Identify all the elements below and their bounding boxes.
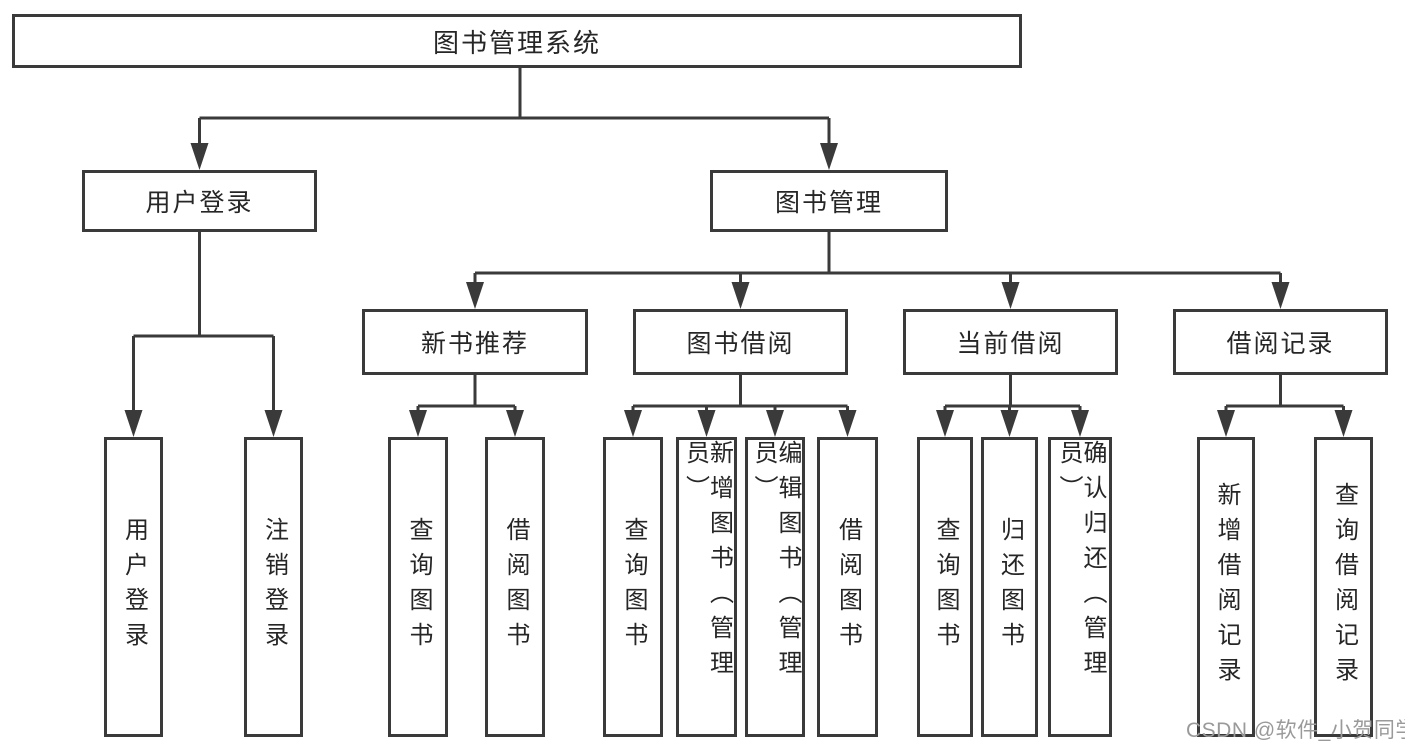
- node-label: 新书推荐: [420, 330, 529, 358]
- node-label: 编辑图书（管理员）: [750, 440, 801, 685]
- node-leaf-query-books-borrow: 查询图书: [603, 437, 663, 737]
- node-book-management: 图书管理: [710, 170, 948, 232]
- node-new-book-recommendation: 新书推荐: [362, 309, 588, 375]
- node-label: 新增借阅记录: [1213, 482, 1240, 692]
- node-label: 图书管理: [774, 189, 883, 217]
- node-label: 借阅记录: [1226, 330, 1335, 358]
- watermark-text: CSDN @软件_小贺同学: [1186, 719, 1405, 742]
- node-library-system: 图书管理系统: [12, 14, 1022, 68]
- node-leaf-user-login: 用户登录: [104, 437, 163, 737]
- node-label: 用户登录: [120, 517, 148, 657]
- node-leaf-borrow-books-recommend: 借阅图书: [485, 437, 545, 737]
- node-leaf-add-borrow-record: 新增借阅记录: [1197, 437, 1255, 737]
- node-label: 用户登录: [145, 189, 254, 217]
- node-leaf-query-books-current: 查询图书: [917, 437, 973, 737]
- node-current-borrowing: 当前借阅: [903, 309, 1118, 375]
- node-label: 图书管理系统: [432, 27, 601, 58]
- node-label: 查询借阅记录: [1330, 482, 1358, 692]
- node-label: 注销登录: [260, 517, 288, 657]
- node-label: 借阅图书: [502, 517, 529, 657]
- node-user-login: 用户登录: [82, 170, 317, 232]
- node-leaf-confirm-return-admin: 确认归还（管理员）: [1048, 437, 1112, 737]
- node-label: 查询图书: [405, 517, 432, 657]
- node-book-borrowing: 图书借阅: [633, 309, 848, 375]
- node-borrowing-records: 借阅记录: [1173, 309, 1388, 375]
- node-leaf-add-book-admin: 新增图书（管理员）: [676, 437, 737, 737]
- node-label: 查询图书: [932, 517, 959, 657]
- node-label: 当前借阅: [956, 330, 1065, 358]
- node-label: 图书借阅: [686, 330, 795, 358]
- node-label: 归还图书: [996, 517, 1024, 657]
- node-leaf-query-books-recommend: 查询图书: [388, 437, 448, 737]
- node-leaf-return-book: 归还图书: [981, 437, 1038, 737]
- node-leaf-borrow-books: 借阅图书: [817, 437, 878, 737]
- node-label: 借阅图书: [834, 517, 862, 657]
- node-leaf-edit-book-admin: 编辑图书（管理员）: [745, 437, 805, 737]
- node-label: 新增图书（管理员）: [681, 440, 733, 685]
- node-leaf-query-borrow-record: 查询借阅记录: [1314, 437, 1373, 737]
- node-label: 确认归还（管理员）: [1055, 440, 1106, 685]
- node-leaf-logout: 注销登录: [244, 437, 303, 737]
- node-label: 查询图书: [620, 517, 647, 657]
